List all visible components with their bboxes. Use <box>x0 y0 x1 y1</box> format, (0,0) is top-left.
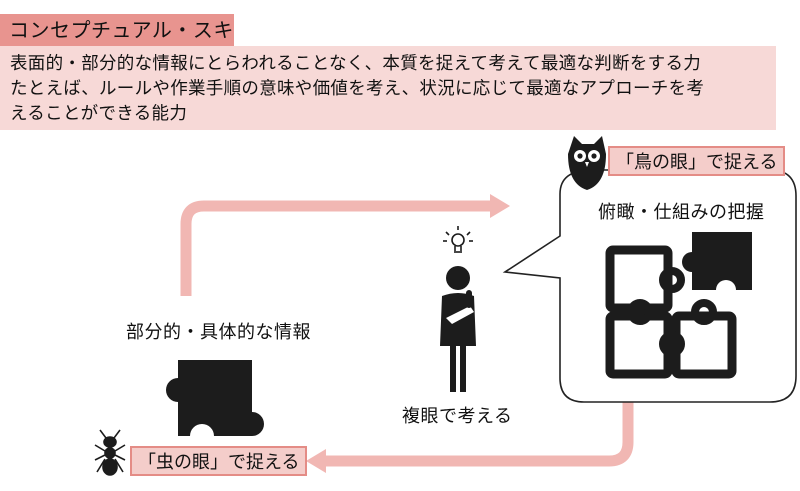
thinking-person-icon <box>440 266 476 392</box>
assembled-puzzle-icon <box>605 232 752 379</box>
description-line-3: えることができる能力 <box>10 104 188 124</box>
partial-info-caption: 部分的・具体的な情報 <box>126 322 311 343</box>
upward-flow-arrow <box>180 194 510 296</box>
owl-icon <box>568 136 606 190</box>
description-box: 表面的・部分的な情報にとらわれることなく、本質を捉えて考えて最適な判断をする力 … <box>0 46 776 130</box>
speech-bubble <box>502 169 797 403</box>
ant-icon <box>94 429 126 476</box>
description-line-1: 表面的・部分的な情報にとらわれることなく、本質を捉えて考えて最適な判断をする力 <box>10 54 702 74</box>
person-caption: 複眼で考える <box>402 406 513 427</box>
description-line-2: たとえば、ルールや作業手順の意味や価値を考え、状況に応じて最適なアプローチを考 <box>10 79 705 99</box>
lightbulb-icon <box>443 226 473 253</box>
birds-eye-tag: 「鳥の眼」で捉える <box>608 146 786 176</box>
bugs-eye-tag: 「虫の眼」で捉える <box>130 446 308 476</box>
overview-caption: 俯瞰・仕組みの把握 <box>598 202 765 223</box>
downward-flow-arrow <box>306 402 634 473</box>
section-heading: コンセプチュアル・スキル <box>0 14 234 74</box>
puzzle-piece-icon <box>166 360 264 436</box>
